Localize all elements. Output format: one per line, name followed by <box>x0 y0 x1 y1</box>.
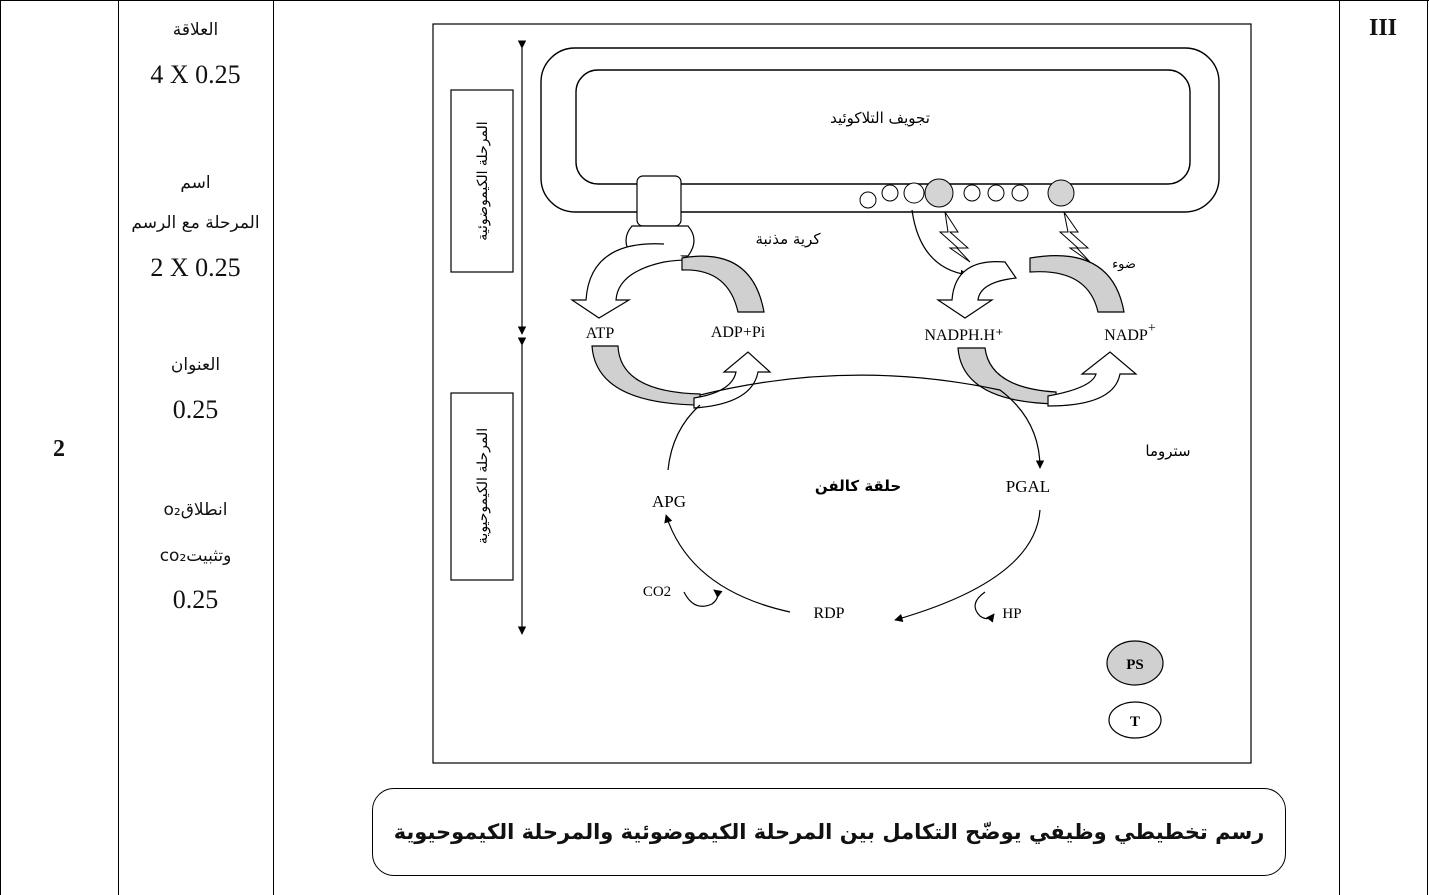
legend-ps-label: PS <box>1126 657 1144 673</box>
co2-label: CO2 <box>643 584 671 600</box>
photochemical-phase-label: المرحلة الكيموضوئية <box>475 121 491 240</box>
table-border-left <box>0 0 1 895</box>
hp-label: HP <box>1002 606 1021 622</box>
nadp-return-arrow <box>1029 255 1125 313</box>
calvin-cycle-right-arc <box>894 509 1041 622</box>
diagram-caption-box: رسم تخطيطي وظيفي يوضّح التكامل بين المرح… <box>372 788 1286 876</box>
title-label: العنوان <box>170 355 221 375</box>
adp-out-of-cycle-arrow <box>693 351 772 409</box>
table-col-divider-3 <box>1339 0 1340 895</box>
light-bolt-1-icon <box>938 211 971 263</box>
stroma-label: ستروما <box>1145 442 1190 460</box>
chemosynthetic-phase-box <box>450 392 514 581</box>
relation-label: العلاقة <box>172 20 219 40</box>
diagram-frame <box>432 23 1252 764</box>
release-score: 0.25 <box>172 585 219 614</box>
table-col-divider-1 <box>118 0 119 895</box>
thylakoid-lumen-label: تجويف التلاكوئيد <box>830 109 930 127</box>
fixation-label: وتثبيتco₂ <box>159 546 232 566</box>
table-col-divider-2 <box>273 0 274 895</box>
electron-flow-arrow <box>911 209 969 279</box>
adp-pi-label: ADP+Pi <box>711 324 766 341</box>
table-border-right <box>1427 0 1428 895</box>
calvin-cycle-path <box>699 374 1045 469</box>
co2-entry-arrow <box>683 589 723 607</box>
calvin-cycle-left-arc <box>667 404 701 471</box>
nadp-label: NADP+ <box>1104 321 1156 344</box>
membrane-particles <box>859 178 1075 209</box>
atp-into-cycle-arrow <box>591 345 701 406</box>
chemosynthetic-phase-label: المرحلة الكيموحيوية <box>475 428 491 544</box>
legend-t-symbol <box>1108 701 1162 739</box>
apg-label: APG <box>652 492 686 511</box>
light-label: ضوء <box>1112 257 1136 272</box>
question-number: 2 <box>53 436 65 462</box>
photochemical-phase-box <box>450 89 514 273</box>
table-top-border <box>0 0 1429 1</box>
name-score: 2 X 0.25 <box>150 253 241 282</box>
thylakoid-inner-membrane <box>575 69 1191 185</box>
name-label-line2: المرحلة مع الرسم <box>131 213 260 233</box>
name-label-line1: اسم <box>180 173 211 193</box>
atp-label: ATP <box>586 325 615 342</box>
nadph-label: NADPH.H⁺ <box>924 327 1003 344</box>
nadp-to-nadph-arrow <box>936 261 1018 319</box>
nadp-out-of-cycle-arrow <box>1047 351 1138 407</box>
pgal-label: PGAL <box>1006 477 1050 496</box>
atp-synthase-label: كرية مذنبة <box>755 230 821 248</box>
hp-exit-arrow <box>974 591 995 623</box>
relation-score: 4 X 0.25 <box>150 60 241 89</box>
calvin-cycle-label: حلقة كالفن <box>815 477 901 495</box>
section-label: III <box>1368 15 1398 41</box>
light-bolt-2-icon <box>1058 211 1091 263</box>
legend-t-label: T <box>1130 714 1140 730</box>
rdp-label: RDP <box>813 605 844 622</box>
release-label: انطلاقo₂ <box>163 500 228 520</box>
title-score: 0.25 <box>172 395 219 424</box>
atp-synthase-icon <box>625 175 695 257</box>
legend-ps-symbol <box>1106 640 1164 686</box>
calvin-cycle-bottom-arc <box>664 514 791 613</box>
diagram-caption: رسم تخطيطي وظيفي يوضّح التكامل بين المرح… <box>393 820 1265 844</box>
adp-return-arrow <box>681 255 765 313</box>
